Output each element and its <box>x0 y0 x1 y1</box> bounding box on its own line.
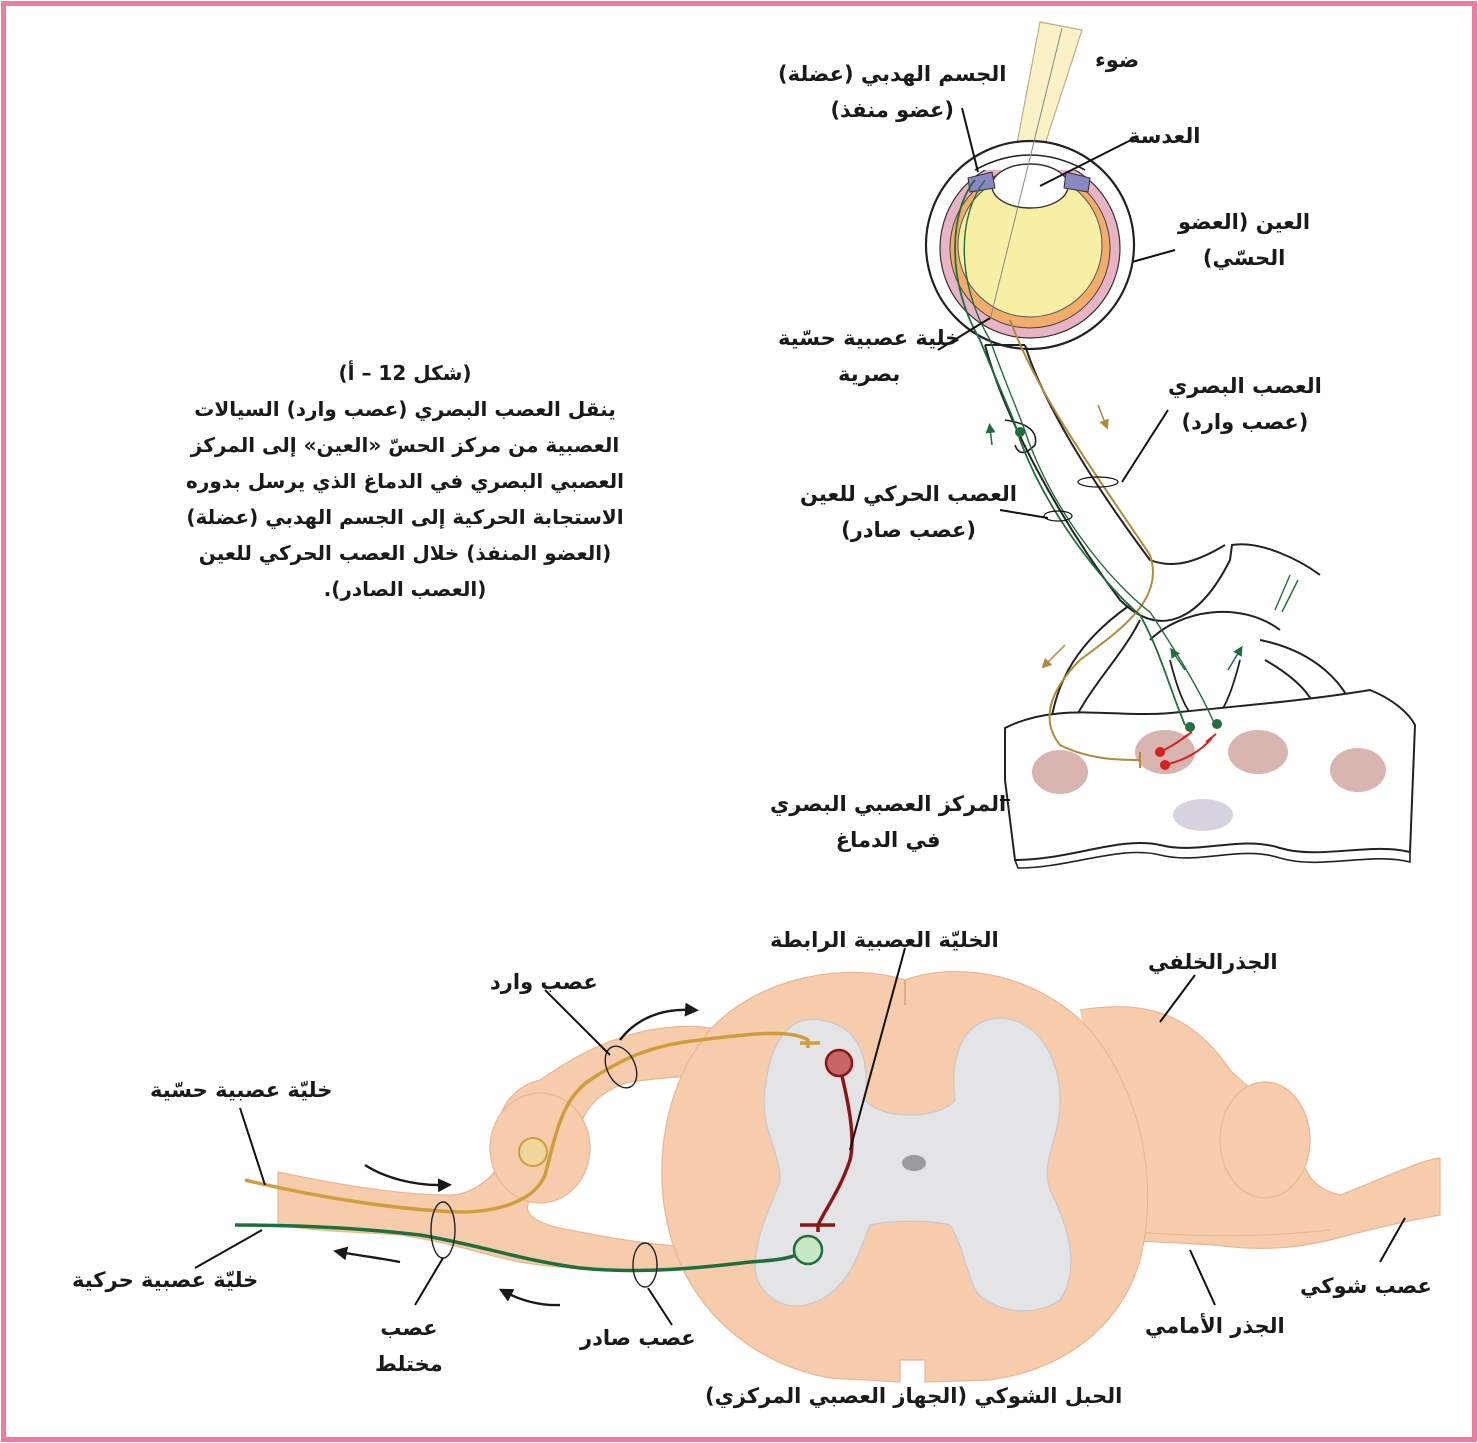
marker-optic-nerve <box>1077 476 1119 488</box>
label-optic-nerve: العصب البصري (عصب وارد) <box>1168 374 1322 434</box>
optic-afferent-fiber <box>1009 319 1154 761</box>
leader-sensory-cell <box>937 317 991 351</box>
label-light: ضوء <box>1095 48 1140 72</box>
leader-ciliary <box>961 107 979 173</box>
leader-afferent <box>544 989 611 1056</box>
leader-efferent <box>647 1287 673 1326</box>
brain-nucleus-4 <box>1330 748 1386 792</box>
optic-tract-outline <box>984 344 1321 622</box>
afferent-arrow-2 <box>1041 644 1066 669</box>
cornea <box>974 154 1086 171</box>
label-sensory-cell: خلية عصبية حسّية بصرية <box>778 326 961 386</box>
leader-optic-nerve <box>1121 409 1169 483</box>
motor-cell-body-brain-2 <box>1212 719 1222 729</box>
motor-efferent-fiber <box>234 1223 807 1273</box>
sensory-afferent-fiber <box>244 1031 810 1214</box>
label-mixed-nerve: عصب مختلط <box>375 1316 443 1376</box>
label-dorsal-root: الجذرالخلفي <box>1148 950 1278 974</box>
ciliary-muscle-right <box>1063 171 1091 193</box>
lens <box>991 163 1069 209</box>
direction-arrow-3 <box>333 1246 401 1264</box>
efferent-arrow-2 <box>1170 647 1186 671</box>
efferent-arrow-3 <box>1227 645 1243 671</box>
label-motor-neuron: خليّة عصبية حركية <box>72 1268 259 1292</box>
dorsal-ganglion-right <box>1219 1081 1311 1199</box>
leader-sensory-neuron <box>239 1107 266 1186</box>
label-interneuron: الخليّة العصبية الرابطة <box>770 928 999 952</box>
caption-line: الاستجابة الحركية إلى الجسم الهدبي (عضلة… <box>186 505 624 529</box>
oculomotor-efferent-fiber <box>954 179 1186 726</box>
motor-cell-body-eye <box>1015 427 1025 437</box>
leader-mixed-nerve <box>414 1257 444 1306</box>
sensory-cell-body <box>518 1137 548 1167</box>
brain-interneuron-terminals <box>1182 731 1217 743</box>
caption-title: (شكل 12 – أ) <box>338 361 472 385</box>
brain-nucleus-3 <box>1228 730 1288 774</box>
label-sensory-neuron: خليّة عصبية حسّية <box>150 1078 333 1102</box>
tract-center-arch <box>1149 610 1281 641</box>
interneuron-fiber <box>816 1075 854 1226</box>
leader-spinal-nerve <box>1379 1217 1406 1263</box>
label-eye: العين (العضو الحسّي) <box>1178 210 1311 270</box>
brain-nucleus-1 <box>1032 750 1088 794</box>
leader-eye <box>1131 249 1176 263</box>
caption-line: العصبي البصري في الدماغ الذي يرسل بدوره <box>186 469 624 493</box>
direction-arrow-4 <box>498 1288 561 1307</box>
tract-left-branch <box>1049 604 1131 731</box>
light-ray <box>989 27 1063 321</box>
brain-ventricle <box>1173 799 1233 831</box>
label-lens: العدسة <box>1128 124 1201 148</box>
leader-motor-neuron <box>194 1229 263 1269</box>
label-afferent: عصب وارد <box>490 970 598 994</box>
marker-afferent <box>604 1045 638 1089</box>
caption-line: العصبية من مركز الحسّ «العين» إلى المركز <box>190 433 620 457</box>
label-spinal-cord: الحبل الشوكي (الجهاز العصبي المركزي) <box>705 1384 1123 1408</box>
leader-dorsal-root <box>1159 974 1196 1023</box>
green-fiber-upper-right <box>1274 574 1299 613</box>
direction-arrow-1 <box>619 1002 699 1041</box>
label-ventral-root: الجذر الأمامي <box>1145 1314 1285 1338</box>
marker-motor-nerve <box>1043 510 1073 522</box>
leader-lens <box>1039 137 1136 187</box>
caption-line: (العصب الصادر). <box>323 577 487 601</box>
brain-block-base <box>1014 851 1411 869</box>
label-motor-nerve: العصب الحركي للعين (عصب صادر) <box>800 482 1018 542</box>
oculomotor-efferent-fiber-2 <box>963 179 1216 726</box>
leader-motor-nerve <box>999 509 1049 519</box>
motor-cell-body-brain-1 <box>1185 722 1195 732</box>
label-ciliary-body: الجسم الهدبي (عضلة) (عضو منفذ) <box>778 62 1007 122</box>
figure-caption: (شكل 12 – أ) ينقل العصب البصري (عصب وارد… <box>180 355 630 607</box>
caption-line: ينقل العصب البصري (عصب وارد) السيالات <box>194 397 616 421</box>
brain-block <box>1004 688 1417 862</box>
interneuron-cell-body <box>824 1048 854 1078</box>
motor-cell-body <box>792 1234 824 1266</box>
direction-arrow-2 <box>364 1163 452 1193</box>
efferent-arrow-1 <box>985 423 996 446</box>
central-canal <box>902 1155 926 1171</box>
interneuron-terminal <box>800 1223 835 1232</box>
label-visual-center: المركز العصبي البصري في الدماغ <box>770 792 1007 852</box>
label-efferent: عصب صادر <box>580 1326 696 1350</box>
caption-line: (العضو المنفذ) خلال العصب الحركي للعين <box>198 541 612 565</box>
leader-interneuron <box>849 947 906 1151</box>
leader-ventral-root <box>1189 1249 1216 1306</box>
marker-efferent <box>632 1242 658 1288</box>
afferent-arrow-1 <box>1097 404 1109 430</box>
label-spinal-nerve: عصب شوكي <box>1300 1274 1432 1298</box>
